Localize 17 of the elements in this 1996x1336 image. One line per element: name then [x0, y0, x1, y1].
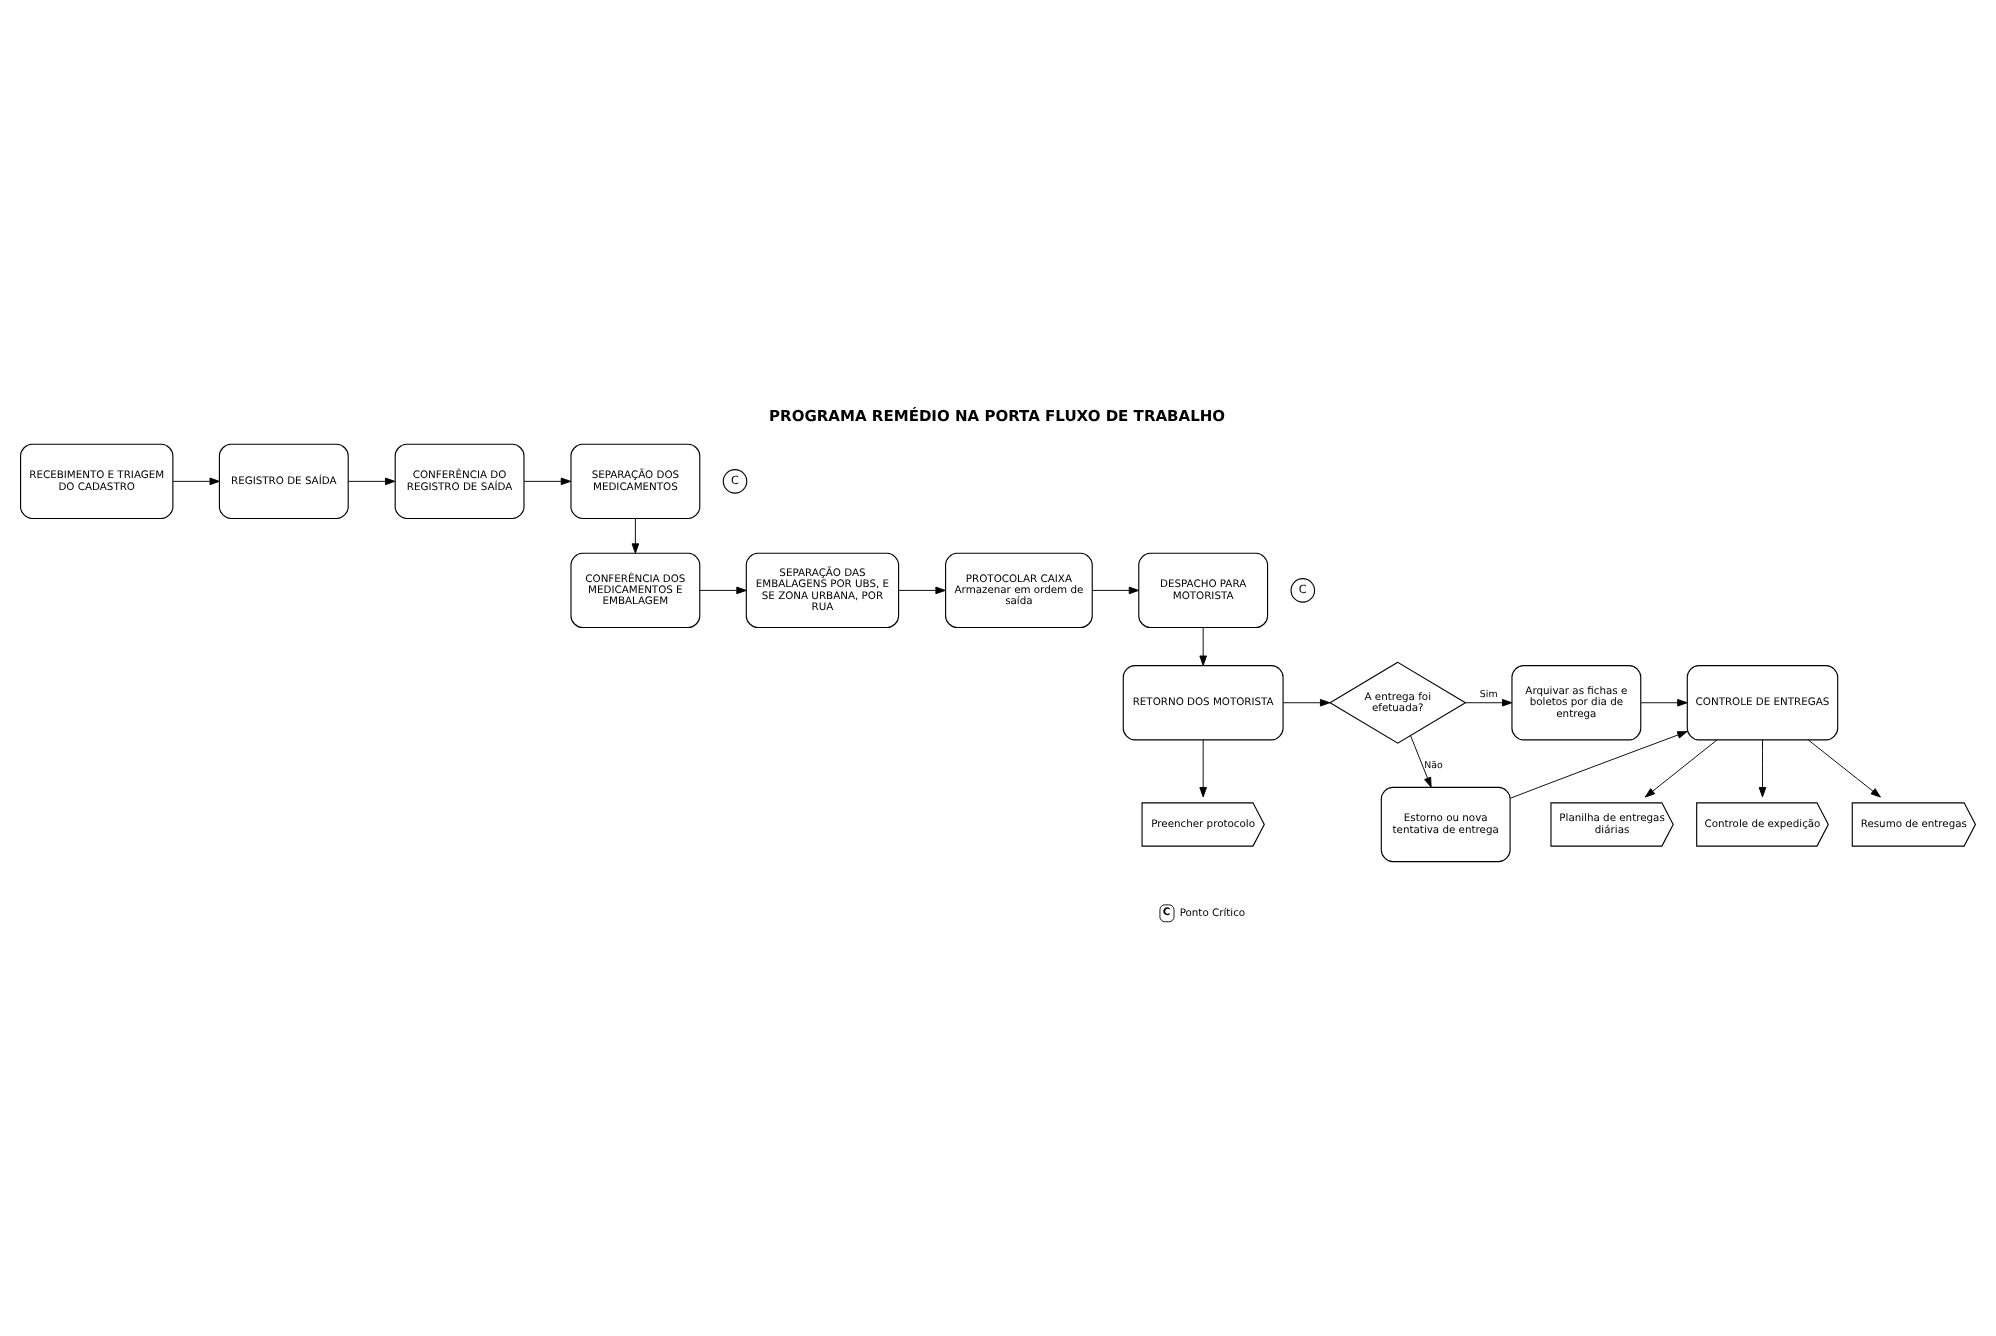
arrow [1758, 739, 1767, 798]
arrow [1807, 739, 1881, 798]
arrow [523, 477, 572, 486]
arrow [172, 477, 220, 486]
arrow [1410, 735, 1432, 788]
arrow [1509, 731, 1688, 799]
arrow [898, 586, 946, 595]
arrow [1465, 699, 1513, 707]
arrow [699, 586, 747, 595]
arrow [347, 477, 396, 486]
arrow [1644, 739, 1718, 798]
arrow [1199, 627, 1207, 666]
arrow [1640, 699, 1688, 707]
arrow [1199, 739, 1207, 798]
arrow [1282, 699, 1331, 707]
arrow [631, 518, 640, 554]
arrow [1091, 586, 1140, 595]
